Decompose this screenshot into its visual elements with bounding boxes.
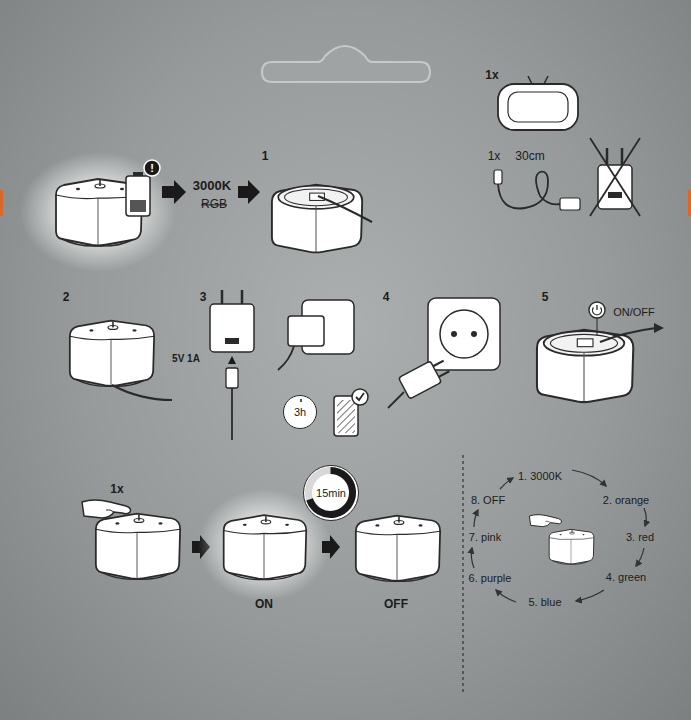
- lamp: [356, 516, 440, 582]
- label: 30cm: [515, 150, 544, 163]
- label: 6. purple: [469, 572, 512, 584]
- edge-mark: [0, 190, 3, 216]
- label: 5: [542, 291, 549, 304]
- label: 1x: [488, 150, 501, 163]
- charger-in-socket: [278, 300, 354, 370]
- lamp: [549, 529, 594, 564]
- label: RGB: [201, 198, 227, 211]
- label: 7. pink: [469, 531, 501, 543]
- hanger-slot: [262, 46, 430, 82]
- edge-mark: [688, 190, 691, 216]
- label: 5V 1A: [172, 353, 200, 364]
- hand: [529, 515, 561, 527]
- step-arrow: [322, 535, 340, 559]
- glow: [20, 152, 176, 272]
- label: 1x: [110, 483, 123, 496]
- divider: [462, 455, 463, 695]
- lamp-top-view: [498, 76, 578, 130]
- step-arrow: [162, 180, 186, 204]
- timer-text: 15min: [316, 487, 346, 499]
- lamp: [537, 330, 633, 402]
- label: 1x: [485, 69, 498, 82]
- charger: [210, 290, 254, 440]
- lamp: [224, 515, 307, 579]
- timer-text: 3h: [294, 406, 306, 418]
- label: 2. orange: [603, 494, 649, 506]
- label: 3. red: [626, 531, 654, 543]
- label: 3: [200, 291, 207, 304]
- lamp: [70, 321, 154, 387]
- usb-cable: [494, 170, 580, 210]
- label: 1. 3000K: [518, 470, 562, 482]
- label: ON: [255, 598, 273, 611]
- label: 2: [63, 291, 70, 304]
- label: !: [150, 162, 154, 174]
- label: 3000K: [193, 179, 231, 193]
- lamp: [96, 514, 180, 580]
- hand: [82, 500, 131, 518]
- power-switch: [589, 302, 664, 342]
- label: 1: [262, 150, 269, 163]
- battery-icon: [126, 160, 160, 216]
- cable: [112, 385, 172, 400]
- battery-full: [334, 389, 368, 436]
- step-arrow: [238, 180, 260, 204]
- cable: [318, 196, 372, 222]
- label: 5. blue: [528, 596, 561, 608]
- label: ON/OFF: [613, 306, 655, 318]
- timer-circle: 15min: [303, 465, 359, 521]
- label: OFF: [384, 598, 408, 611]
- label: 4: [383, 291, 390, 304]
- label: 4. green: [606, 571, 646, 583]
- label: 8. OFF: [471, 494, 505, 506]
- wall-socket: [388, 298, 500, 408]
- lamp: [272, 185, 362, 253]
- crossed-charger: [590, 138, 640, 216]
- timer-circle: 3h: [283, 395, 317, 429]
